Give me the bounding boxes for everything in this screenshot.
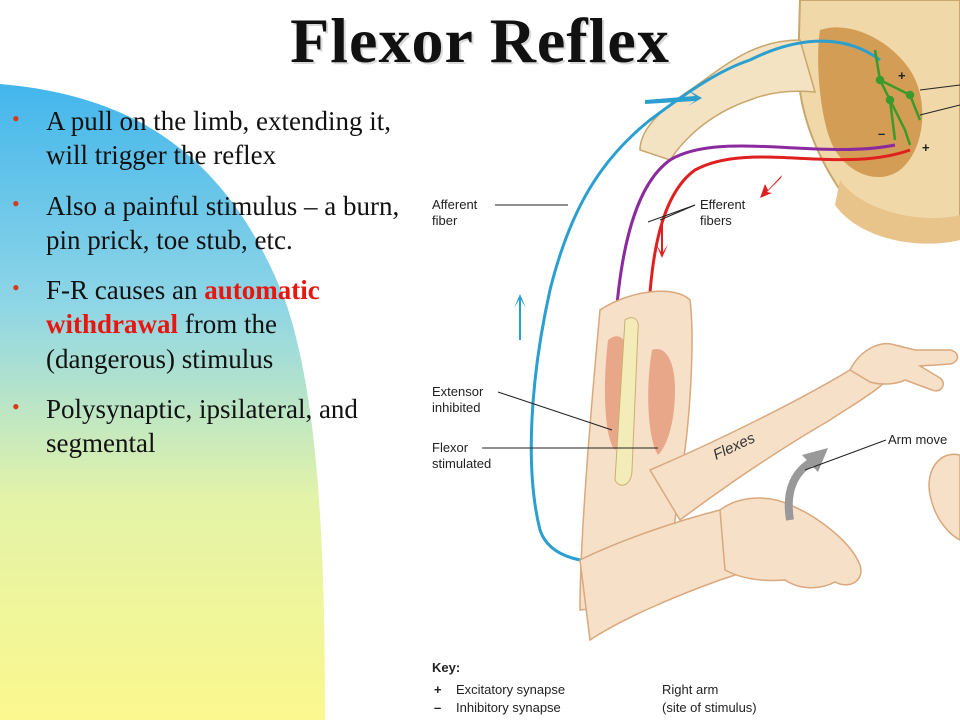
svg-text:stimulated: stimulated [432, 456, 491, 471]
bullet-item: • F-R causes an automatic withdrawal fro… [12, 273, 412, 376]
bullet-icon: • [12, 275, 20, 301]
legend-key: Key: + Excitatory synapse – Inhibitory s… [432, 660, 757, 715]
svg-text:Excitatory synapse: Excitatory synapse [456, 682, 565, 697]
opposing-hand [928, 453, 960, 541]
gray-matter [818, 27, 923, 178]
afferent-fiber [529, 58, 751, 564]
humerus-bone [614, 317, 639, 486]
bullet-text: Polysynaptic, ipsilateral, and segmental [46, 393, 358, 459]
bullet-text-post: from the (dangerous) stimulus [46, 309, 277, 374]
label-afferent: Afferent fiber [432, 197, 568, 228]
svg-text:Key:: Key: [432, 660, 460, 675]
svg-text:+: + [434, 682, 442, 697]
svg-text:fiber: fiber [432, 213, 458, 228]
svg-text:Right arm: Right arm [662, 682, 718, 697]
svg-text:Inhibitory synapse: Inhibitory synapse [456, 700, 561, 715]
slide-title: Flexor Reflex [290, 5, 670, 76]
afferent-arrow-mid [514, 294, 526, 340]
svg-text:inhibited: inhibited [432, 400, 480, 415]
svg-text:Afferent: Afferent [432, 197, 478, 212]
label-flexor: Flexor stimulated [432, 440, 658, 471]
bullet-list: • A pull on the limb, extending it, will… [12, 104, 412, 477]
bullet-item: • Also a painful stimulus – a burn, pin … [12, 189, 412, 258]
interneurons [873, 49, 922, 146]
bullet-text-pre: F-R causes an [46, 275, 205, 306]
efferent-arrow [656, 222, 668, 258]
bullet-icon: • [12, 106, 20, 131]
bullet-item: • A pull on the limb, extending it, will… [12, 104, 412, 173]
highlighted-phrase: automatic withdrawal [46, 275, 320, 340]
bullet-item: • Polysynaptic, ipsilateral, and segment… [12, 392, 412, 461]
label-extensor: Extensor inhibited [432, 384, 613, 431]
svg-text:(site of stimulus): (site of stimulus) [662, 700, 757, 715]
bullet-text: A pull on the limb, extending it, will t… [46, 106, 391, 171]
raised-hand [849, 343, 959, 392]
bullet-icon: • [12, 190, 20, 216]
svg-text:Efferent: Efferent [700, 197, 746, 212]
svg-text:fibers: fibers [700, 213, 732, 228]
bullet-icon: • [12, 393, 20, 419]
flexor-reflex-diagram: + + – Flexes Afferent fiber Efferent fib… [432, 0, 960, 715]
svg-text:Arm move: Arm move [888, 432, 947, 447]
svg-text:Extensor: Extensor [432, 384, 484, 399]
nerve-trunk [639, 39, 817, 161]
flexor-muscle [648, 349, 675, 455]
synapse-minus: – [878, 126, 885, 141]
bullet-text: Also a painful stimulus – a burn, pin pr… [46, 190, 400, 255]
svg-text:Flexor: Flexor [432, 440, 469, 455]
synapse-plus-top: + [898, 68, 906, 83]
svg-text:–: – [434, 700, 441, 715]
synapse-plus-right: + [922, 140, 930, 155]
label-efferent: Efferent fibers [647, 197, 746, 228]
grabbing-hand [719, 497, 862, 589]
afferent-arrow-top [645, 90, 702, 106]
spinal-cord [796, 0, 960, 244]
efferent-arrow-top [760, 175, 782, 198]
label-arm-moves: Arm move [804, 432, 947, 471]
